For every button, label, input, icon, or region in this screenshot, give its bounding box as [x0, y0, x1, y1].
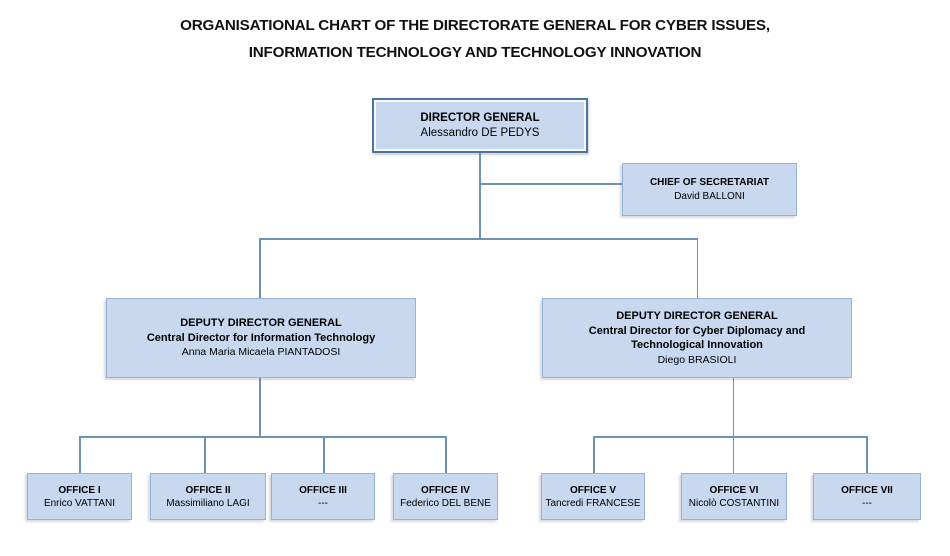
node-office-3: OFFICE III --- — [271, 473, 375, 520]
node-deputy-director-general-it: DEPUTY DIRECTOR GENERAL Central Director… — [106, 298, 416, 378]
chart-title-line2: INFORMATION TECHNOLOGY AND TECHNOLOGY IN… — [248, 43, 702, 61]
connector-drop-office-6 — [732, 436, 734, 473]
node-office-2: OFFICE II Massimiliano LAGI — [150, 473, 266, 520]
node-person-name: Federico DEL BENE — [400, 497, 491, 509]
connector-drop-office-5 — [593, 436, 595, 473]
node-office-6: OFFICE VI Nicolò COSTANTINI — [681, 473, 787, 520]
connector-drop-office-3 — [323, 436, 325, 473]
chart-title: ORGANISATIONAL CHART OF THE DIRECTORATE … — [0, 13, 950, 66]
node-subtitle: Central Director for Cyber Diplomacy and… — [588, 324, 806, 352]
connector-drop-office-7 — [866, 436, 868, 473]
connector-right-rail — [593, 436, 867, 438]
node-person-name: Anna Maria Micaela PIANTADOSI — [181, 346, 341, 359]
node-title: OFFICE IV — [421, 484, 470, 496]
node-title: OFFICE VI — [709, 484, 759, 496]
node-person-name: Nicolò COSTANTINI — [688, 497, 780, 509]
node-person-name: David BALLONI — [674, 190, 745, 202]
node-person-name: Massimiliano LAGI — [166, 497, 250, 509]
node-person-name: Tancredi FRANCESE — [545, 497, 641, 509]
connector-drop-office-2 — [204, 436, 206, 473]
connector-secretariat-branch — [479, 183, 622, 185]
node-title: OFFICE VII — [841, 484, 893, 496]
node-person-name: Alessandro DE PEDYS — [420, 126, 540, 139]
node-person-name: Diego BRASIOLI — [657, 353, 737, 366]
node-title: DIRECTOR GENERAL — [420, 111, 540, 124]
chart-title-line1: ORGANISATIONAL CHART OF THE DIRECTORATE … — [180, 17, 770, 34]
connector-deputy-it-down — [259, 378, 261, 437]
node-director-general: DIRECTOR GENERAL Alessandro DE PEDYS — [372, 98, 588, 153]
node-office-7: OFFICE VII --- — [813, 473, 921, 520]
connector-left-rail — [79, 436, 446, 438]
node-title: OFFICE I — [58, 484, 101, 496]
node-person-name: --- — [862, 497, 872, 509]
connector-drop-office-1 — [79, 436, 81, 473]
connector-main-rail — [259, 238, 698, 240]
connector-drop-deputy-cyber — [696, 238, 698, 298]
connector-drop-office-4 — [445, 436, 447, 473]
node-office-4: OFFICE IV Federico DEL BENE — [393, 473, 498, 520]
connector-drop-deputy-it — [259, 238, 261, 298]
node-chief-of-secretariat: CHIEF OF SECRETARIAT David BALLONI — [622, 163, 797, 216]
connector-deputy-cyber-down — [732, 378, 734, 437]
node-title: OFFICE III — [299, 484, 347, 496]
node-title: DEPUTY DIRECTOR GENERAL — [180, 317, 342, 330]
node-deputy-director-general-cyber: DEPUTY DIRECTOR GENERAL Central Director… — [542, 298, 852, 378]
node-person-name: Enrico VATTANI — [43, 497, 116, 509]
node-title: OFFICE II — [185, 484, 231, 496]
node-title: DEPUTY DIRECTOR GENERAL — [616, 310, 778, 322]
node-office-1: OFFICE I Enrico VATTANI — [27, 473, 132, 520]
connector-director-down — [479, 153, 481, 239]
node-title: OFFICE V — [569, 484, 617, 496]
node-person-name: --- — [318, 497, 328, 509]
node-office-5: OFFICE V Tancredi FRANCESE — [541, 473, 645, 520]
node-subtitle: Central Director for Information Technol… — [146, 331, 376, 344]
node-title: CHIEF OF SECRETARIAT — [649, 176, 770, 188]
